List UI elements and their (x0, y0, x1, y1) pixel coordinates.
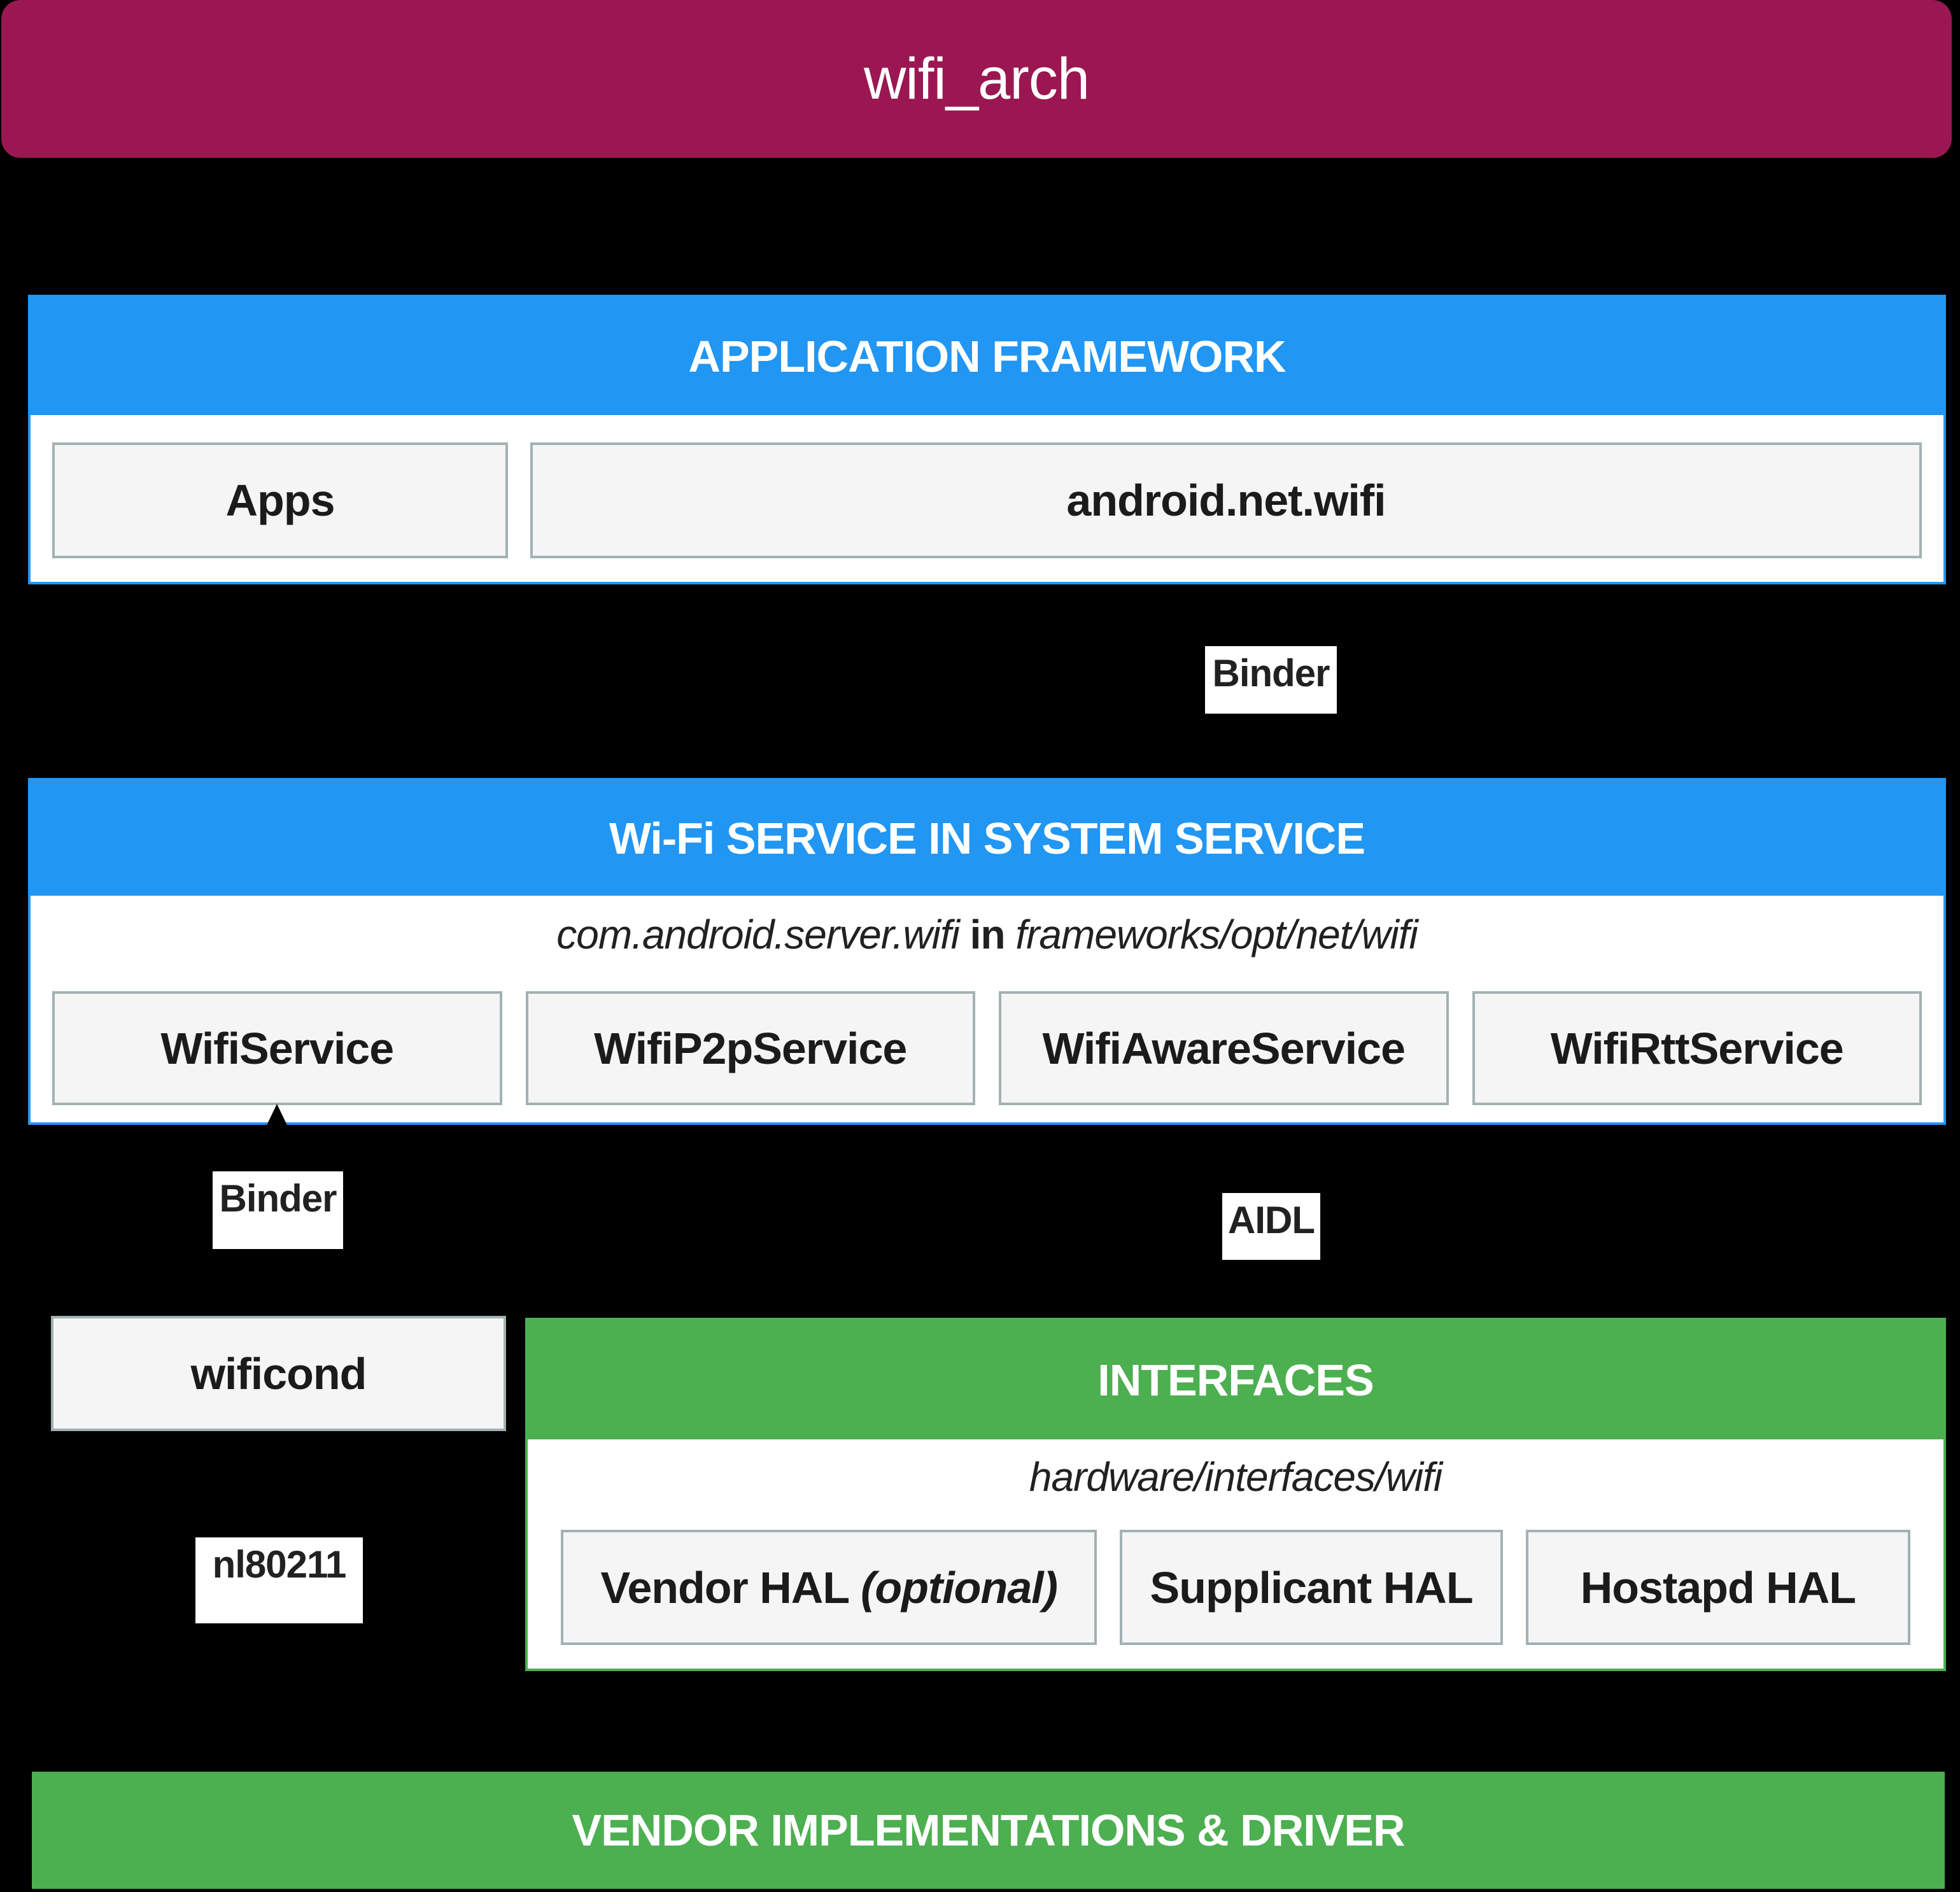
title-bar: wifi_arch (1, 0, 1952, 158)
interfaces-subtitle-path: hardware/interfaces/wifi (1029, 1454, 1442, 1500)
supplicant-hal-box-label: Supplicant HAL (1150, 1562, 1474, 1613)
vendor-hal-box-label: Vendor HAL (600, 1562, 850, 1613)
wifiservice-box-label: WifiService (160, 1023, 394, 1073)
wificond-box-label: wificond (190, 1348, 367, 1399)
nl80211-label: nl80211 (195, 1537, 363, 1623)
vendor-implementations-bar-label: VENDOR IMPLEMENTATIONS & DRIVER (572, 1805, 1405, 1855)
wifiservice-box: WifiService (52, 991, 502, 1105)
binder-top-label: Binder (1205, 646, 1337, 714)
wifi-service-header: Wi-Fi SERVICE IN SYSTEM SERVICE (31, 780, 1943, 896)
vendor-hal-box: Vendor HAL (optional) (561, 1530, 1097, 1645)
interfaces-header: INTERFACES (528, 1320, 1943, 1439)
binder-left-label-text: Binder (219, 1177, 337, 1220)
application-framework-header-label: APPLICATION FRAMEWORK (688, 331, 1286, 381)
wifi-service-subtitle-path: frameworks/opt/net/wifi (1015, 912, 1418, 957)
aidl-label-text: AIDL (1228, 1199, 1315, 1241)
interfaces-subtitle: hardware/interfaces/wifi (528, 1453, 1943, 1500)
binder-left-label: Binder (213, 1171, 343, 1249)
wifiawareservice-box-label: WifiAwareService (1042, 1023, 1406, 1073)
vendor-hal-box-suffix: (optional) (861, 1562, 1058, 1613)
page-title: wifi_arch (863, 46, 1090, 111)
application-framework-box-row: Apps android.net.wifi (31, 415, 1943, 558)
wifirttservice-box: WifiRttService (1472, 991, 1922, 1105)
application-framework-header: APPLICATION FRAMEWORK (31, 297, 1943, 415)
wifirttservice-box-label: WifiRttService (1550, 1023, 1844, 1073)
wificond-box: wificond (51, 1316, 506, 1431)
nl80211-label-text: nl80211 (212, 1543, 347, 1586)
wifiawareservice-box: WifiAwareService (999, 991, 1449, 1105)
supplicant-hal-box: Supplicant HAL (1120, 1530, 1503, 1645)
android-net-wifi-box: android.net.wifi (530, 442, 1922, 558)
interfaces-header-label: INTERFACES (1097, 1355, 1374, 1405)
wifi-service-subtitle-keyword: in (969, 912, 1006, 957)
binder-top-label-text: Binder (1212, 652, 1330, 695)
wifi-service-box-row: WifiService WifiP2pService WifiAwareServ… (31, 991, 1943, 1105)
wifip2pservice-box: WifiP2pService (525, 991, 975, 1105)
hostapd-hal-box: Hostapd HAL (1525, 1530, 1910, 1645)
wifi-service-section: Wi-Fi SERVICE IN SYSTEM SERVICE com.andr… (28, 778, 1946, 1125)
apps-box-label: Apps (225, 476, 335, 525)
interfaces-section: INTERFACES hardware/interfaces/wifi Vend… (525, 1318, 1946, 1671)
binder-arrowhead-up-icon (262, 1104, 292, 1134)
aidl-label: AIDL (1222, 1193, 1320, 1260)
vendor-implementations-bar: VENDOR IMPLEMENTATIONS & DRIVER (32, 1772, 1945, 1889)
wifip2pservice-box-label: WifiP2pService (594, 1023, 907, 1073)
wifi-service-header-label: Wi-Fi SERVICE IN SYSTEM SERVICE (609, 813, 1365, 863)
wifi-service-subtitle-package: com.android.server.wifi (556, 912, 960, 957)
application-framework-section: APPLICATION FRAMEWORK Apps android.net.w… (28, 295, 1946, 584)
wifi-service-subtitle: com.android.server.wifi in frameworks/op… (31, 911, 1943, 958)
apps-box: Apps (52, 442, 508, 558)
android-net-wifi-box-label: android.net.wifi (1066, 476, 1386, 525)
interfaces-box-row: Vendor HAL (optional) Supplicant HAL Hos… (528, 1530, 1943, 1645)
hostapd-hal-box-label: Hostapd HAL (1580, 1562, 1856, 1613)
